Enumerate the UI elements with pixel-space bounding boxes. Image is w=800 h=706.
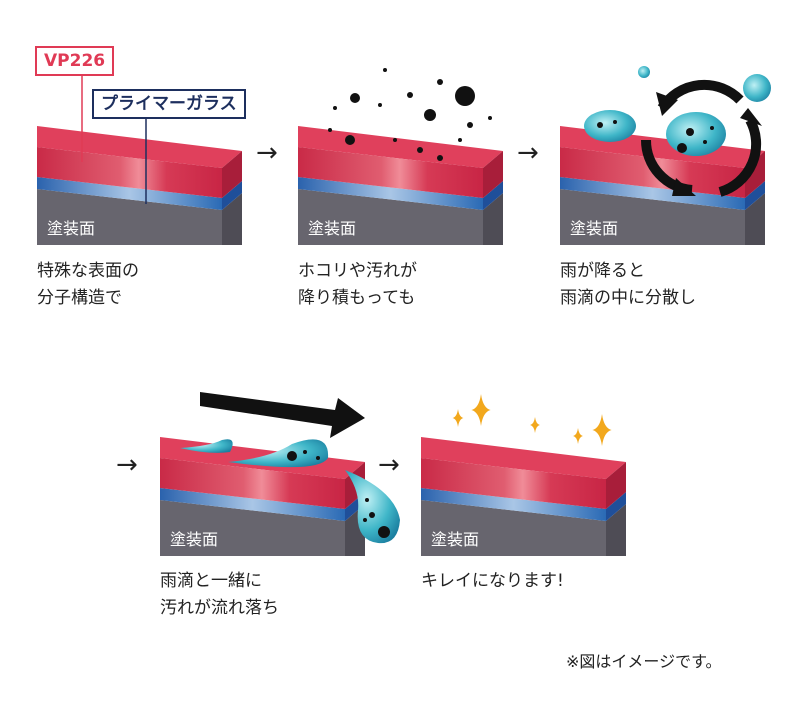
coating-layers-5: 塗装面 xyxy=(421,437,626,556)
dust-particle xyxy=(363,518,367,522)
arrow-icon: → xyxy=(256,138,278,168)
cycle-arrow-icon xyxy=(718,117,762,197)
water-droplet xyxy=(180,439,233,453)
topcoat-side xyxy=(483,151,503,198)
topcoat-layer xyxy=(160,458,345,509)
dust-particle xyxy=(369,512,375,518)
dust-particle xyxy=(686,128,694,136)
dust-particle xyxy=(437,155,443,161)
topcoat-side xyxy=(222,151,242,198)
dust-particle xyxy=(703,140,707,144)
topcoat-side xyxy=(606,462,626,509)
primer-layer-side xyxy=(483,181,503,210)
step-3-caption: 雨が降ると雨滴の中に分散し xyxy=(560,261,696,308)
arrowhead xyxy=(740,108,762,126)
dust-particle xyxy=(378,526,390,538)
base-surface xyxy=(560,189,745,245)
dust-particle xyxy=(328,128,332,132)
dust-particle xyxy=(333,106,337,110)
step-4-caption: 雨滴と一緒に汚れが流れ落ち xyxy=(160,571,279,618)
dust-particle xyxy=(350,93,360,103)
primer-layer-side xyxy=(606,492,626,521)
base-surface-label: 塗装面 xyxy=(431,530,479,549)
arrow-icon: → xyxy=(517,138,539,168)
primer-label: プライマーガラス xyxy=(92,89,246,119)
dust-particle xyxy=(677,143,687,153)
primer-layer xyxy=(560,177,745,210)
topcoat-layer xyxy=(37,147,222,198)
dust-particle xyxy=(287,451,297,461)
base-surface-label: 塗装面 xyxy=(47,219,95,238)
arrow-icon: → xyxy=(378,450,400,480)
dust-particle xyxy=(345,135,355,145)
dust-particle xyxy=(365,498,369,502)
cycle-arrow-icon xyxy=(657,79,744,111)
base-surface xyxy=(298,189,483,245)
arrowhead xyxy=(672,178,696,196)
primer-layer xyxy=(160,488,345,521)
base-surface-side xyxy=(222,193,242,245)
base-surface-label: 塗装面 xyxy=(570,219,618,238)
dust-particle xyxy=(597,122,603,128)
dust-particle xyxy=(393,138,397,142)
dust-particle xyxy=(437,79,443,85)
base-surface xyxy=(421,500,606,556)
step-2-caption: ホコリや汚れが降り積もっても xyxy=(298,261,417,308)
primer-layer xyxy=(298,177,483,210)
arrow-icon: → xyxy=(116,450,138,480)
topcoat-layer xyxy=(421,458,606,509)
primer-layer xyxy=(421,488,606,521)
primer-layer xyxy=(37,177,222,210)
coating-layers-2: 塗装面 xyxy=(298,126,503,245)
topcoat-layer xyxy=(298,147,483,198)
topcoat-label: VP226 xyxy=(35,46,115,76)
base-surface-side xyxy=(745,193,765,245)
sparkle-icon xyxy=(573,428,583,444)
step-5-caption: キレイになります! xyxy=(421,571,564,591)
topcoat-top xyxy=(37,126,242,168)
topcoat-side xyxy=(745,151,765,198)
dust-particle xyxy=(424,109,436,121)
base-surface-label: 塗装面 xyxy=(170,530,218,549)
water-droplet xyxy=(666,112,726,156)
dust-particle xyxy=(458,138,462,142)
dust-particle xyxy=(417,147,423,153)
sparkle-icon xyxy=(530,417,540,433)
step-1-caption: 特殊な表面の分子構造で xyxy=(37,261,139,308)
base-surface-side xyxy=(483,193,503,245)
sparkle-icon xyxy=(452,409,464,427)
dust-particle xyxy=(613,120,617,124)
water-droplet xyxy=(638,66,650,78)
water-droplet xyxy=(228,439,329,468)
dust-particle xyxy=(303,450,307,454)
primer-layer-side xyxy=(745,181,765,210)
sparkle-icon xyxy=(471,394,491,426)
water-droplet xyxy=(345,470,400,544)
dust-particle xyxy=(710,126,714,130)
dust-particle xyxy=(455,86,475,106)
base-surface-side xyxy=(606,504,626,556)
dust-particle xyxy=(378,103,382,107)
coating-layers-1: 塗装面 xyxy=(37,126,242,245)
water-droplet xyxy=(584,110,636,142)
flow-direction-arrow-icon xyxy=(200,392,365,438)
base-surface-label: 塗装面 xyxy=(308,219,356,238)
dust-particle xyxy=(316,456,320,460)
dust-particle xyxy=(407,92,413,98)
water-droplet xyxy=(743,74,771,102)
coating-layers-4: 塗装面 xyxy=(160,437,365,556)
base-surface xyxy=(160,500,345,556)
dust-particle xyxy=(383,68,387,72)
dust-particle xyxy=(467,122,473,128)
dust-particle xyxy=(488,116,492,120)
arrowhead xyxy=(656,92,678,116)
sparkle-icon xyxy=(592,414,612,446)
topcoat-top xyxy=(421,437,626,479)
primer-layer-side xyxy=(222,181,242,210)
base-surface xyxy=(37,189,222,245)
disclaimer-note: ※図はイメージです。 xyxy=(566,652,722,671)
